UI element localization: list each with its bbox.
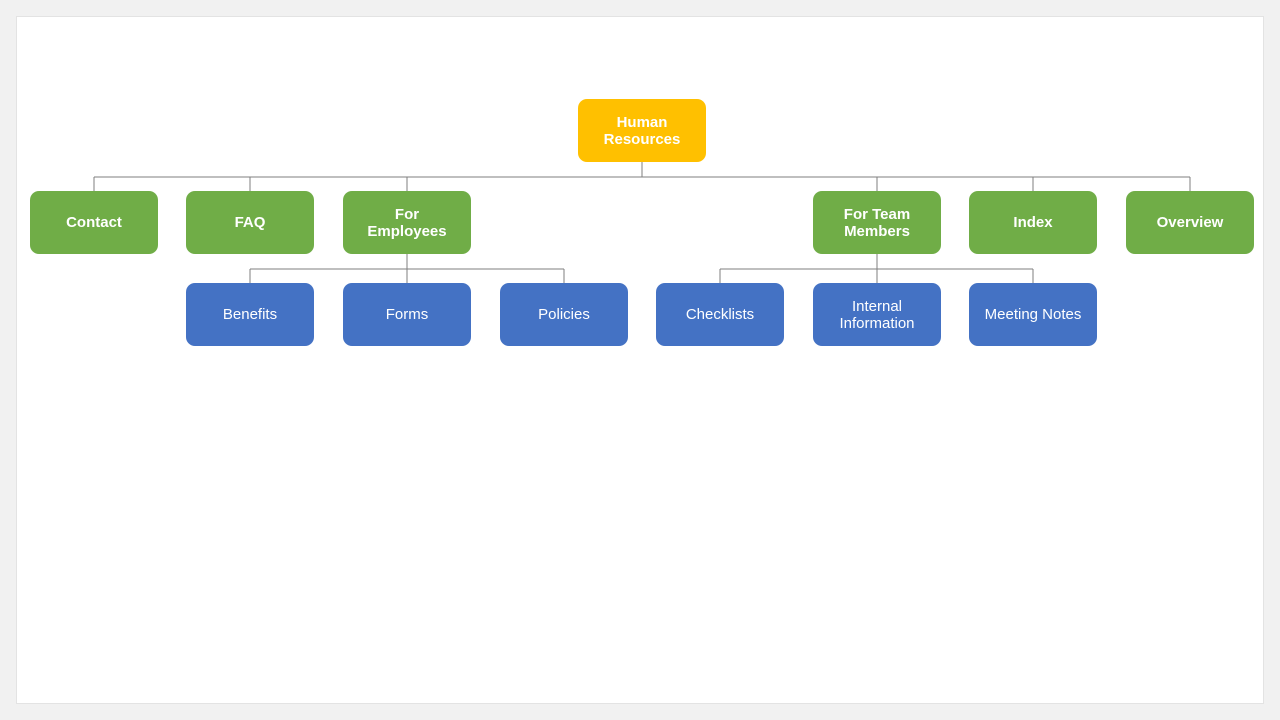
node-contact[interactable]: Contact — [30, 191, 158, 254]
node-internal-information[interactable]: Internal Information — [813, 283, 941, 346]
node-meeting-notes[interactable]: Meeting Notes — [969, 283, 1097, 346]
node-policies[interactable]: Policies — [500, 283, 628, 346]
node-for-employees[interactable]: For Employees — [343, 191, 471, 254]
node-overview[interactable]: Overview — [1126, 191, 1254, 254]
node-human-resources[interactable]: Human Resources — [578, 99, 706, 162]
node-checklists[interactable]: Checklists — [656, 283, 784, 346]
node-forms[interactable]: Forms — [343, 283, 471, 346]
node-faq[interactable]: FAQ — [186, 191, 314, 254]
node-index[interactable]: Index — [969, 191, 1097, 254]
node-for-team-members[interactable]: For Team Members — [813, 191, 941, 254]
node-benefits[interactable]: Benefits — [186, 283, 314, 346]
